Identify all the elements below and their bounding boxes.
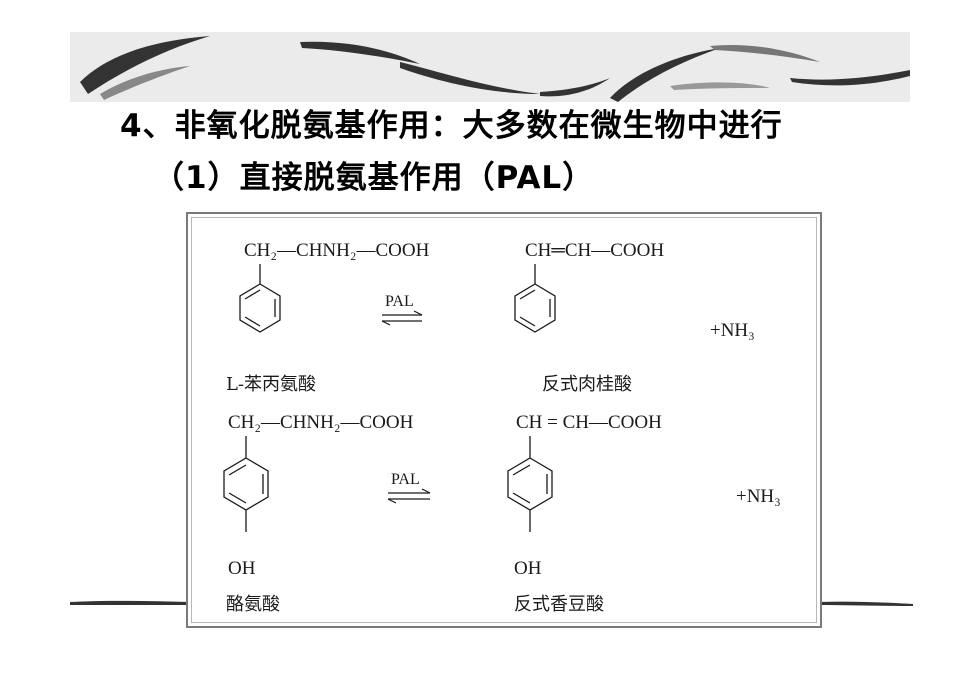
reaction1-byproduct: +NH₃ <box>710 320 755 341</box>
reaction2-product-benzene-ring <box>507 436 553 532</box>
reaction2-enzyme-label: PAL <box>391 471 420 488</box>
swoosh-decoration <box>80 36 910 102</box>
reaction2-reactant-benzene-ring <box>223 436 269 532</box>
reaction2-reactant-formula: CH₂—CHNH₂—COOH <box>228 412 414 433</box>
reaction-figure: CH₂—CHNH₂—COOH CH═CH—COOH PAL +NH₃ L-苯丙氨… <box>186 212 822 628</box>
reaction2-equilibrium-arrow <box>387 488 431 504</box>
reaction1-reactant-formula: CH₂—CHNH₂—COOH <box>244 240 430 261</box>
reaction1-equilibrium-arrow <box>381 310 423 326</box>
slide-subtitle: （1）直接脱氨基作用（PAL） <box>153 160 595 196</box>
reaction2-product-formula: CH = CH—COOH <box>516 412 662 433</box>
reaction1-reactant-name: L-苯丙氨酸 <box>226 374 316 395</box>
reaction2-reactant-hydroxyl: OH <box>228 558 256 579</box>
reaction2-reactant-name: 酪氨酸 <box>226 594 280 615</box>
right-decorative-line <box>818 601 913 606</box>
reaction1-product-benzene-ring <box>514 264 556 333</box>
reaction1-product-formula: CH═CH—COOH <box>525 240 664 261</box>
reaction2-product-hydroxyl: OH <box>514 558 542 579</box>
reaction1-reactant-benzene-ring <box>239 264 281 333</box>
reaction1-enzyme-label: PAL <box>385 293 414 310</box>
reaction1-product-name: 反式肉桂酸 <box>542 374 632 395</box>
left-decorative-line <box>70 600 190 605</box>
reaction2-product-name: 反式香豆酸 <box>514 594 604 615</box>
reaction2-byproduct: +NH₃ <box>736 486 781 507</box>
decorative-banner <box>70 32 910 102</box>
slide-title: 4、非氧化脱氨基作用：大多数在微生物中进行 <box>120 108 783 144</box>
